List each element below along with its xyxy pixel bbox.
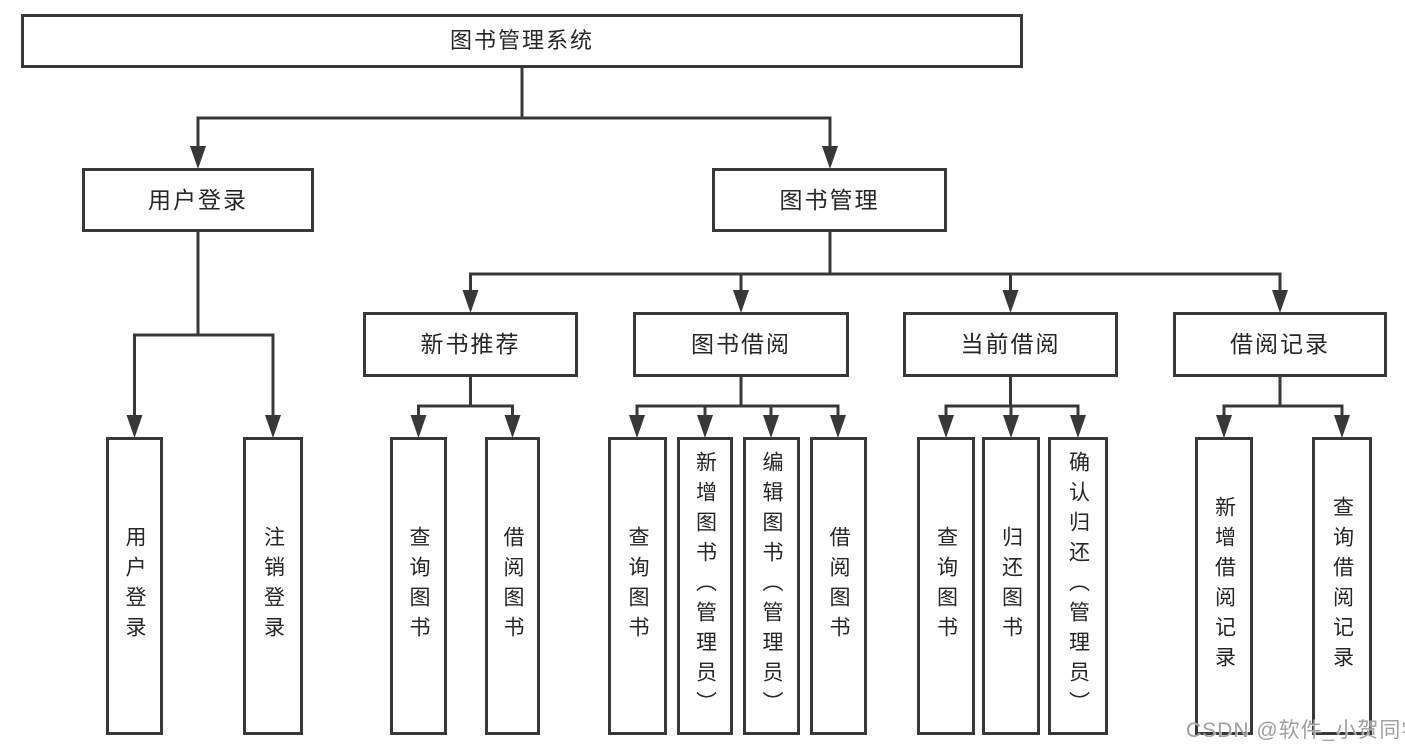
node-label: 查询图书 [626,526,649,646]
leaf-add-borrow-record: 新增借阅记录 [1195,437,1253,735]
node-label: 查询图书 [934,526,958,646]
node-library-management-system: 图书管理系统 [21,14,1023,68]
node-label: 编辑图书（管理员） [760,451,783,721]
node-label: 图书管理 [779,186,880,213]
leaf-query-books-recommend: 查询图书 [390,437,447,735]
leaf-query-books-borrowing: 查询图书 [608,437,667,735]
node-label: 注销登录 [261,526,285,646]
node-label: 归还图书 [999,526,1023,646]
node-label: 新增图书（管理员） [693,451,717,721]
leaf-query-borrow-record: 查询借阅记录 [1312,437,1372,735]
node-current-borrowing: 当前借阅 [903,312,1118,377]
node-label: 查询借阅记录 [1330,496,1354,676]
leaf-query-books-current: 查询图书 [917,437,975,735]
node-label: 图书管理系统 [449,28,594,53]
node-label: 图书借阅 [691,331,791,357]
leaf-borrow-books: 借阅图书 [810,437,867,735]
csdn-watermark: CSDN @软件_小贺同学 [1186,719,1405,742]
leaf-add-book-admin: 新增图书（管理员） [677,437,733,735]
leaf-return-books: 归还图书 [982,437,1040,735]
node-label: 新书推荐 [420,331,521,357]
node-label: 确认归还（管理员） [1066,451,1090,721]
node-user-login: 用户登录 [82,168,314,232]
node-label: 借阅图书 [827,526,850,646]
leaf-logout: 注销登录 [243,437,303,735]
leaf-confirm-return-admin: 确认归还（管理员） [1048,437,1108,735]
node-label: 当前借阅 [960,331,1061,357]
leaf-user-login: 用户登录 [106,437,163,735]
leaf-edit-book-admin: 编辑图书（管理员） [743,437,800,735]
node-label: 用户登录 [148,186,248,213]
node-new-book-recommendation: 新书推荐 [363,312,578,377]
node-label: 借阅图书 [501,526,524,646]
node-borrowing-records: 借阅记录 [1173,312,1387,377]
node-label: 查询图书 [407,526,430,646]
node-label: 新增借阅记录 [1212,496,1236,676]
node-book-management: 图书管理 [712,168,947,232]
leaf-borrow-books-recommend: 借阅图书 [485,437,540,735]
node-label: 借阅记录 [1230,331,1330,357]
node-label: 用户登录 [123,526,146,646]
node-book-borrowing: 图书借阅 [633,312,849,377]
